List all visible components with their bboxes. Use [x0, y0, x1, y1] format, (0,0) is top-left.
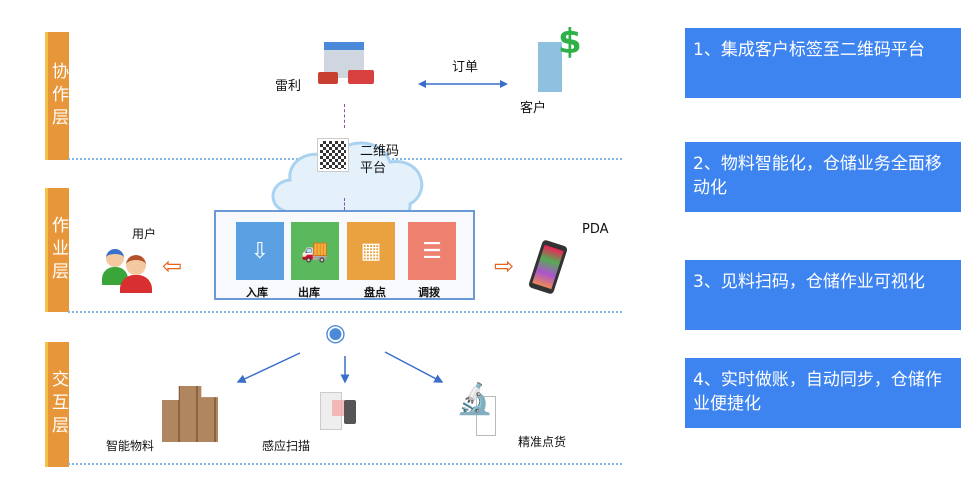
connector: [344, 198, 345, 210]
count-label: 精准点货: [518, 435, 567, 449]
module-inventory-button[interactable]: ▦: [347, 222, 395, 280]
customer-building-icon: $: [532, 22, 582, 100]
qr-code-icon: [317, 138, 349, 172]
module-transfer-button[interactable]: ☰: [408, 222, 456, 280]
module-label: 盘点: [364, 286, 386, 299]
module-label: 调拨: [418, 286, 440, 299]
module-label: 出库: [298, 286, 320, 299]
user-label: 用户: [132, 227, 157, 241]
customer-label: 客户: [520, 101, 547, 116]
order-label: 订单: [452, 60, 479, 75]
layer-operation: 作业层: [45, 188, 69, 312]
platform-label-2: 平台: [360, 161, 387, 176]
divider: [68, 311, 622, 313]
warehouse-icon: [318, 42, 378, 88]
feature-panel-3: 3、见料扫码，仓储作业可视化: [685, 260, 961, 330]
platform-label-1: 二维码: [360, 144, 400, 159]
arrow-left-icon: ⇦: [162, 252, 183, 280]
layer-collaboration: 协作层: [45, 32, 69, 160]
feature-panel-2: 2、物料智能化，仓储业务全面移动化: [685, 142, 961, 212]
users-icon: [102, 245, 158, 293]
arrow-right-icon: ⇨: [494, 252, 515, 280]
layer-interaction: 交互层: [45, 342, 69, 467]
connector: [344, 104, 345, 128]
feature-panel-1: 1、集成客户标签至二维码平台: [685, 28, 961, 98]
order-arrow: [418, 80, 508, 88]
module-inbound-button[interactable]: ⇩: [236, 222, 284, 280]
microscope-icon: 🔬: [452, 382, 504, 442]
modules-panel: ⇩ 入库 🚚 出库 ▦ 盘点 ☰ 调拨: [214, 210, 475, 300]
divider: [68, 463, 622, 465]
module-outbound-button[interactable]: 🚚: [291, 222, 339, 280]
module-label: 入库: [246, 286, 268, 299]
distribution-arrows: [236, 351, 444, 384]
wireless-signal-icon: ◉: [325, 322, 346, 350]
feature-panel-4: 4、实时做账，自动同步，仓储作业便捷化: [685, 358, 961, 428]
pda-device-icon: [527, 239, 569, 295]
pda-label: PDA: [582, 222, 609, 237]
boxes-icon: [162, 386, 218, 442]
smart-material-label: 智能物料: [106, 439, 155, 453]
scanner-icon: [320, 392, 364, 440]
leili-label: 雷利: [275, 79, 302, 94]
scan-label: 感应扫描: [262, 439, 311, 453]
